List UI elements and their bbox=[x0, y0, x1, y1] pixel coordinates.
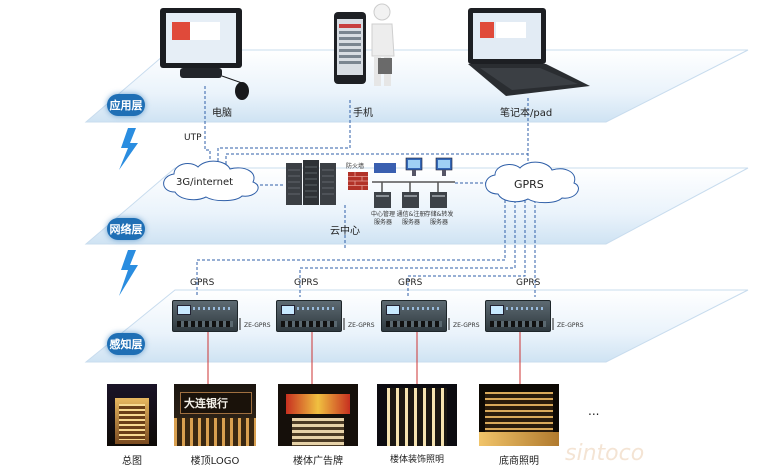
caption-rooftop-logo: 楼顶LOGO bbox=[190, 456, 240, 467]
network-layer-badge: 网络层 bbox=[107, 218, 145, 240]
link-phone-internet bbox=[217, 100, 351, 172]
server-label-communication: 通信&注册服务器 bbox=[396, 211, 426, 226]
controller-1-gprs-label: GPRS bbox=[190, 278, 215, 288]
controller-2-gprs-label: GPRS bbox=[294, 278, 319, 288]
utp-label: UTP bbox=[184, 133, 202, 143]
caption-building-billboard: 楼体广告牌 bbox=[293, 456, 343, 467]
more-ellipsis: ... bbox=[588, 404, 600, 418]
controller-1-model: ZE-GPRS bbox=[244, 322, 271, 329]
phone-with-figure-icon bbox=[334, 3, 395, 86]
photo-building-billboard bbox=[278, 384, 358, 446]
desktop-computer-icon bbox=[160, 8, 249, 100]
link-gprs-controller-2 bbox=[299, 195, 516, 297]
caption-ground-floor-lighting: 底商照明 bbox=[499, 456, 539, 467]
phone-label: 手机 bbox=[353, 108, 373, 119]
internet-label: 3G/internet bbox=[176, 177, 234, 188]
caption-building-decorative-lighting: 楼体装饰照明 bbox=[389, 455, 444, 465]
photo-ground-floor-lighting bbox=[479, 384, 559, 446]
link-gprs-controller-1 bbox=[196, 195, 506, 297]
controller-3 bbox=[381, 300, 447, 332]
controller-1 bbox=[172, 300, 238, 332]
laptop-label: 笔记本/pad bbox=[500, 108, 553, 119]
photo-rooftop-logo: 大连银行 bbox=[174, 384, 256, 446]
link-gprs-controller-3 bbox=[407, 195, 526, 297]
server-label-storage: 存储&转发服务器 bbox=[424, 211, 454, 226]
controller-2 bbox=[276, 300, 342, 332]
controller-3-gprs-label: GPRS bbox=[398, 278, 423, 288]
controller-2-model: ZE-GPRS bbox=[348, 322, 375, 329]
gprs-network-label: GPRS bbox=[514, 178, 544, 191]
computer-label: 电脑 bbox=[212, 108, 232, 119]
laptop-icon bbox=[468, 8, 590, 96]
lightning-bolt-lower bbox=[119, 250, 138, 296]
firewall-label: 防火墙 bbox=[346, 163, 365, 170]
photo-building-decorative-lighting bbox=[377, 384, 457, 446]
rooftop-sign-text: 大连银行 bbox=[184, 397, 228, 410]
server-label-management: 中心管理服务器 bbox=[370, 211, 395, 226]
internet-cloud-shape bbox=[163, 160, 259, 202]
server-boxes bbox=[374, 192, 447, 208]
application-layer-badge: 应用层 bbox=[107, 94, 145, 116]
controller-4-model: ZE-GPRS bbox=[557, 322, 584, 329]
controller-4 bbox=[485, 300, 551, 332]
firewall-icon bbox=[348, 172, 368, 190]
watermark: sintoco bbox=[565, 441, 644, 466]
controller-4-gprs-label: GPRS bbox=[516, 278, 541, 288]
perception-layer-badge: 感知层 bbox=[107, 333, 145, 355]
photo-overview bbox=[107, 384, 157, 446]
server-rack-icon bbox=[286, 160, 336, 205]
gprs-cloud-shape bbox=[485, 161, 579, 204]
controller-3-model: ZE-GPRS bbox=[453, 322, 480, 329]
switch-and-monitors bbox=[374, 157, 453, 176]
cloud-center-label: 云中心 bbox=[330, 226, 360, 237]
caption-overview: 总图 bbox=[122, 456, 142, 467]
lightning-bolt-upper bbox=[119, 128, 138, 170]
